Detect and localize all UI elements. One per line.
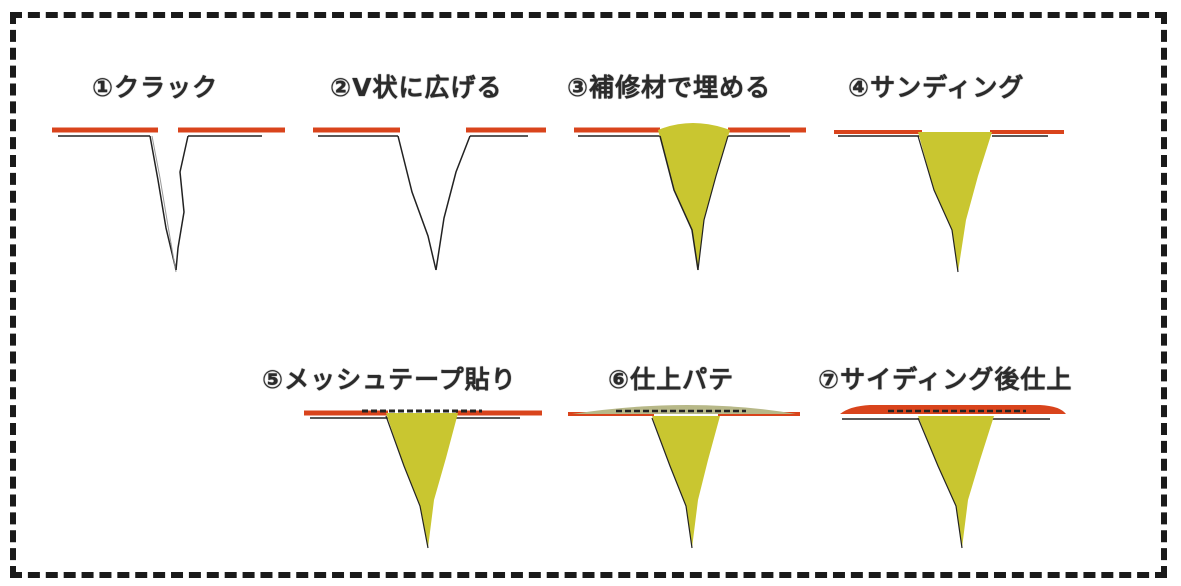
v-wall-left [385,415,429,549]
step-4-label: ④サンディング [848,73,1025,102]
dashed-frame [10,12,1167,578]
v-wall-left [917,417,963,549]
v-wall-right [697,135,729,271]
filler [652,416,720,548]
step-1-crack-illustration [52,127,285,273]
filler [918,416,994,548]
step-2-label: ②V状に広げる [330,73,503,102]
v-wall-left [917,135,959,273]
step-6-putty-illustration [568,405,800,549]
v-wall-left [397,135,437,271]
step-1-label: ①クラック [92,73,219,102]
filler [658,123,730,270]
step-7-finished-illustration [840,405,1066,549]
v-wall-right [435,135,471,271]
crack-wall-left [149,135,177,271]
crack-wall-right [175,135,189,271]
step-5-label: ⑤メッシュテープ貼り [262,365,517,394]
filler [386,413,458,548]
step-3-filled-illustration [574,123,806,271]
crack-wall-left-shade [151,135,177,273]
top-finish-coat [840,405,1066,414]
step-7-label: ⑦サイディング後仕上 [818,365,1073,394]
step-3-label: ③補修材で埋める [567,73,772,102]
step-2-v-groove-illustration [313,127,546,271]
filler [918,132,992,272]
step-5-mesh-tape-illustration [304,409,542,549]
v-wall-left [659,135,699,271]
step-6-label: ⑥仕上パテ [608,365,735,394]
step-4-sanded-illustration [834,130,1064,273]
finish-putty [572,405,796,414]
v-wall-left [651,417,693,549]
